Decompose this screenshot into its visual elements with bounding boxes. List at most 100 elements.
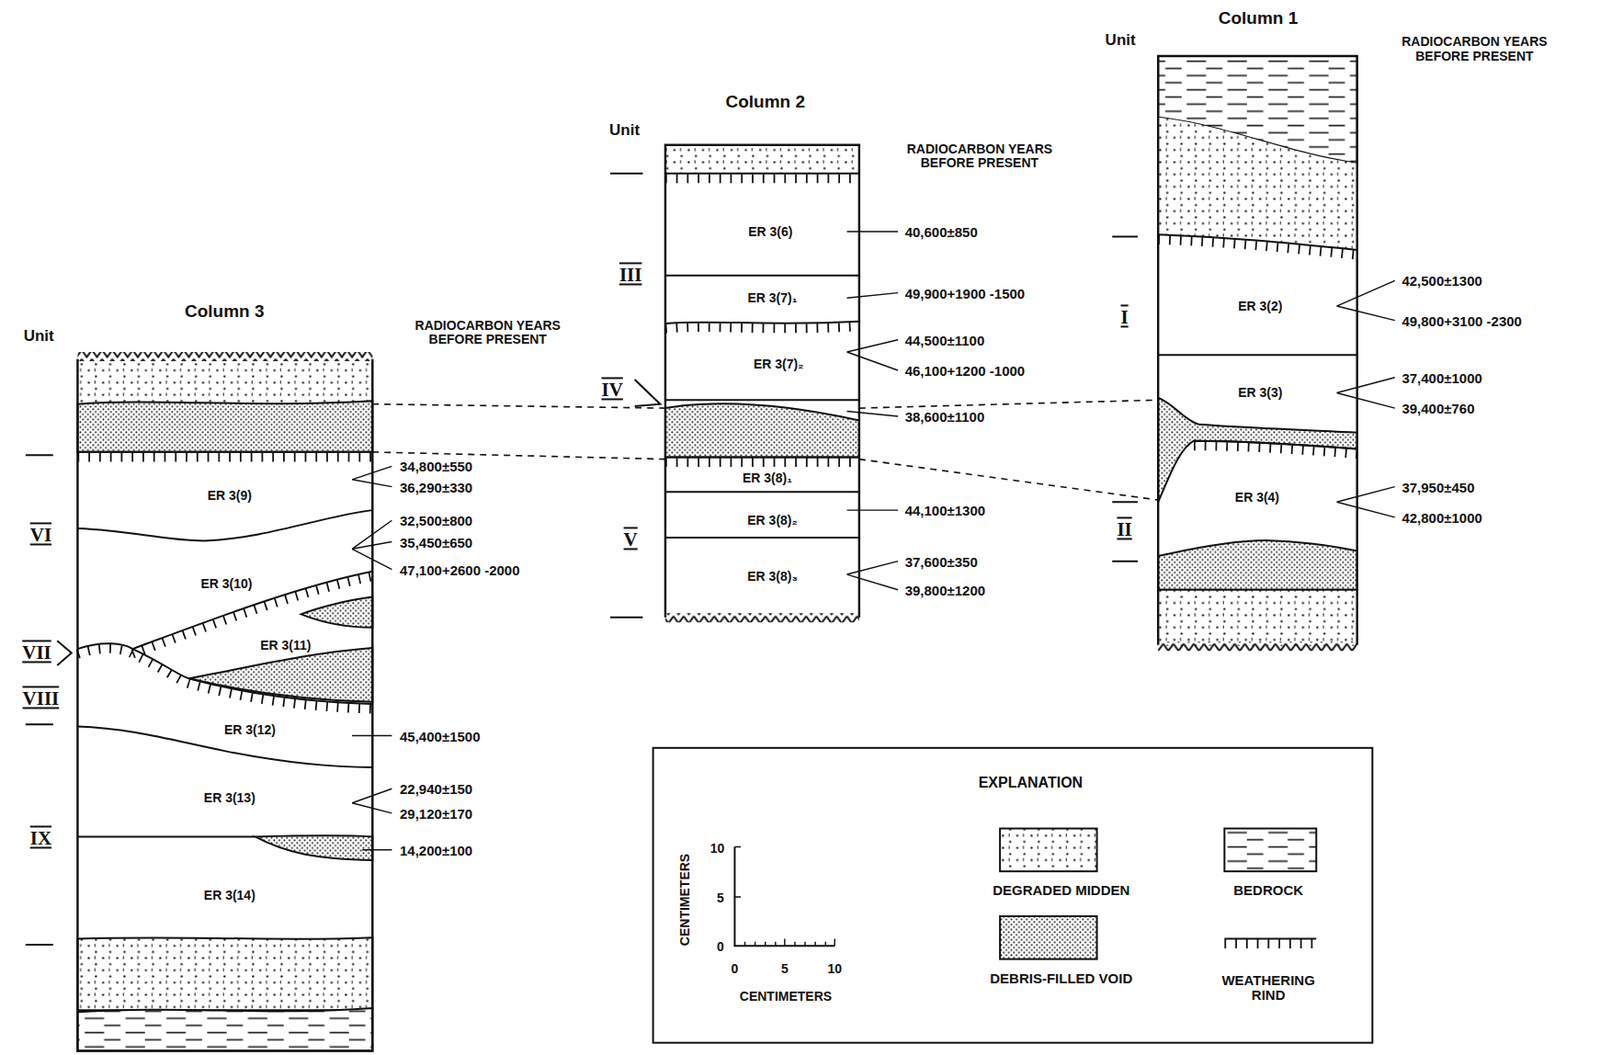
layer-boundary [1157, 589, 1357, 591]
layer-label-box: ER 3(8)₃ [745, 567, 800, 585]
radiocarbon-date: 37,950±450 [1399, 479, 1476, 496]
column-outline [1157, 56, 1357, 646]
legend-sample [999, 916, 1097, 960]
radiocarbon-date: 45,400±1500 [397, 728, 482, 745]
midden-fill [77, 937, 373, 1010]
layer-boundary [77, 835, 255, 838]
stratigraphic-column: Column 3ER 3(9)ER 3(10)ER 3(11)ER 3(12)E… [77, 359, 373, 1052]
legend-label: BEDROCK [1231, 883, 1305, 899]
rind-ticks [665, 173, 860, 183]
scale-number: 10 [825, 962, 844, 976]
radiocarbon-date: 38,600±1100 [903, 409, 988, 426]
unit-number: III [617, 264, 645, 286]
layer-label-box: ER 3(3) [1236, 384, 1284, 401]
weathering-rind [665, 172, 860, 175]
midden-fill [1157, 590, 1357, 647]
unit-header: Unit [22, 328, 57, 346]
radiocarbon-date: 39,800±1200 [903, 583, 988, 600]
legend-sample [1224, 828, 1317, 873]
layer-label-box: ER 3(8)₁ [740, 469, 795, 487]
unit-header: Unit [607, 122, 642, 140]
layer-label-box: ER 3(8)₂ [745, 511, 799, 529]
layer-label-box: ER 3(4) [1233, 488, 1282, 506]
layer-boundary [665, 274, 860, 277]
layer-boundary [665, 491, 860, 538]
unit-arrow [635, 379, 661, 407]
layer-name: ER 3(7)₁ [745, 291, 799, 306]
unit-number: VII [20, 642, 54, 664]
layer-name: ER 3(4) [1233, 490, 1282, 505]
unit-number: V [622, 530, 640, 552]
scale-axis [734, 847, 835, 947]
layer-label-box: ER 3(11) [258, 636, 313, 654]
debris-fill [77, 400, 373, 453]
radiocarbon-date: 22,940±150 [397, 782, 475, 798]
unit-arrow [56, 640, 72, 666]
layer-label-box: ER 3(10) [198, 575, 254, 592]
scale-number: 5 [779, 962, 791, 976]
layer-label-box: ER 3(13) [202, 789, 258, 806]
layer-label-box: ER 3(2) [1236, 297, 1284, 315]
scale-axis-title: CENTIMETERS [678, 851, 693, 948]
layer-label-box: ER 3(7)₂ [751, 355, 806, 373]
radiocarbon-date: 47,100+2600 -2000 [397, 562, 522, 579]
layer-name: ER 3(14) [202, 888, 258, 903]
radiocarbon-date: 34,800±550 [397, 459, 475, 476]
column-outline [665, 145, 860, 618]
radiocarbon-date: 32,500±800 [397, 513, 475, 530]
unit-number: I [1118, 307, 1130, 330]
column-outline [77, 359, 373, 1052]
unit-number: IX [28, 828, 54, 850]
weathering-rind [665, 455, 860, 458]
broken-edge [1157, 641, 1357, 651]
layer-label-box: ER 3(14) [202, 886, 258, 904]
rind-ticks [665, 326, 860, 329]
rind-ticks [132, 576, 373, 654]
layer-name: ER 3(3) [1236, 385, 1284, 400]
radiocarbon-date: 29,120±170 [397, 806, 475, 823]
legend-sample [1224, 939, 1317, 949]
layer-name: ER 3(8)₃ [745, 569, 800, 584]
layer-name: ER 3(8)₁ [740, 471, 795, 486]
stratigraphic-column: Column 2ER 3(6)ER 3(7)₁ER 3(7)₂ER 3(8)₁E… [665, 145, 860, 618]
legend-title: EXPLANATION [976, 774, 1085, 792]
midden-fill [77, 362, 373, 405]
rind-ticks [1157, 239, 1357, 256]
unit-number: IV [600, 380, 625, 402]
weathering-rind [1193, 441, 1358, 450]
radiocarbon-date: 44,500±1100 [903, 332, 988, 349]
radiocarbon-date: 42,500±1300 [1399, 273, 1484, 290]
radiocarbon-date: 49,800+3100 -2300 [1399, 313, 1524, 330]
layer-label-box: ER 3(6) [746, 223, 795, 240]
layer-name: ER 3(10) [198, 577, 254, 591]
radiocarbon-date: 37,400±1000 [1399, 371, 1484, 387]
scale-axis-title: CENTIMETERS [737, 989, 834, 1004]
layer-boundary [665, 398, 860, 401]
legend-label: DEBRIS-FILLED VOID [987, 970, 1135, 987]
weathering-rind [665, 321, 860, 324]
radiocarbon-date: 39,400±760 [1399, 401, 1476, 418]
layer-label-box: ER 3(9) [205, 487, 254, 504]
axis-header: RADIOCARBON YEARS BEFORE PRESENT [881, 141, 1079, 171]
axis-header: RADIOCARBON YEARS BEFORE PRESENT [389, 318, 587, 348]
stratigraphic-column: Column 1ER 3(2)ER 3(3)ER 3(4) [1157, 56, 1358, 646]
radiocarbon-date: 42,800±1000 [1399, 510, 1484, 527]
layer-label-box: ER 3(7)₁ [745, 289, 799, 307]
radiocarbon-date: 40,600±850 [903, 225, 980, 241]
layer-name: ER 3(7)₂ [751, 357, 806, 372]
layer-name: ER 3(11) [258, 638, 313, 653]
broken-edge [77, 351, 373, 362]
column-heading: Column 3 [182, 301, 267, 321]
unit-number: II [1114, 520, 1134, 542]
radiocarbon-date: 49,900+1900 -1500 [903, 285, 1028, 302]
correlation-line [859, 459, 1158, 500]
rind-ticks [1193, 445, 1358, 454]
weathering-rind [132, 571, 373, 649]
scale-ticks [734, 847, 835, 947]
debris-fill [1157, 397, 1357, 502]
unit-header: Unit [1103, 32, 1138, 50]
layer-name: ER 3(13) [202, 791, 258, 806]
scale-number: 0 [714, 941, 727, 955]
layer-boundary [77, 510, 373, 541]
radiocarbon-date: 37,600±350 [903, 554, 980, 570]
